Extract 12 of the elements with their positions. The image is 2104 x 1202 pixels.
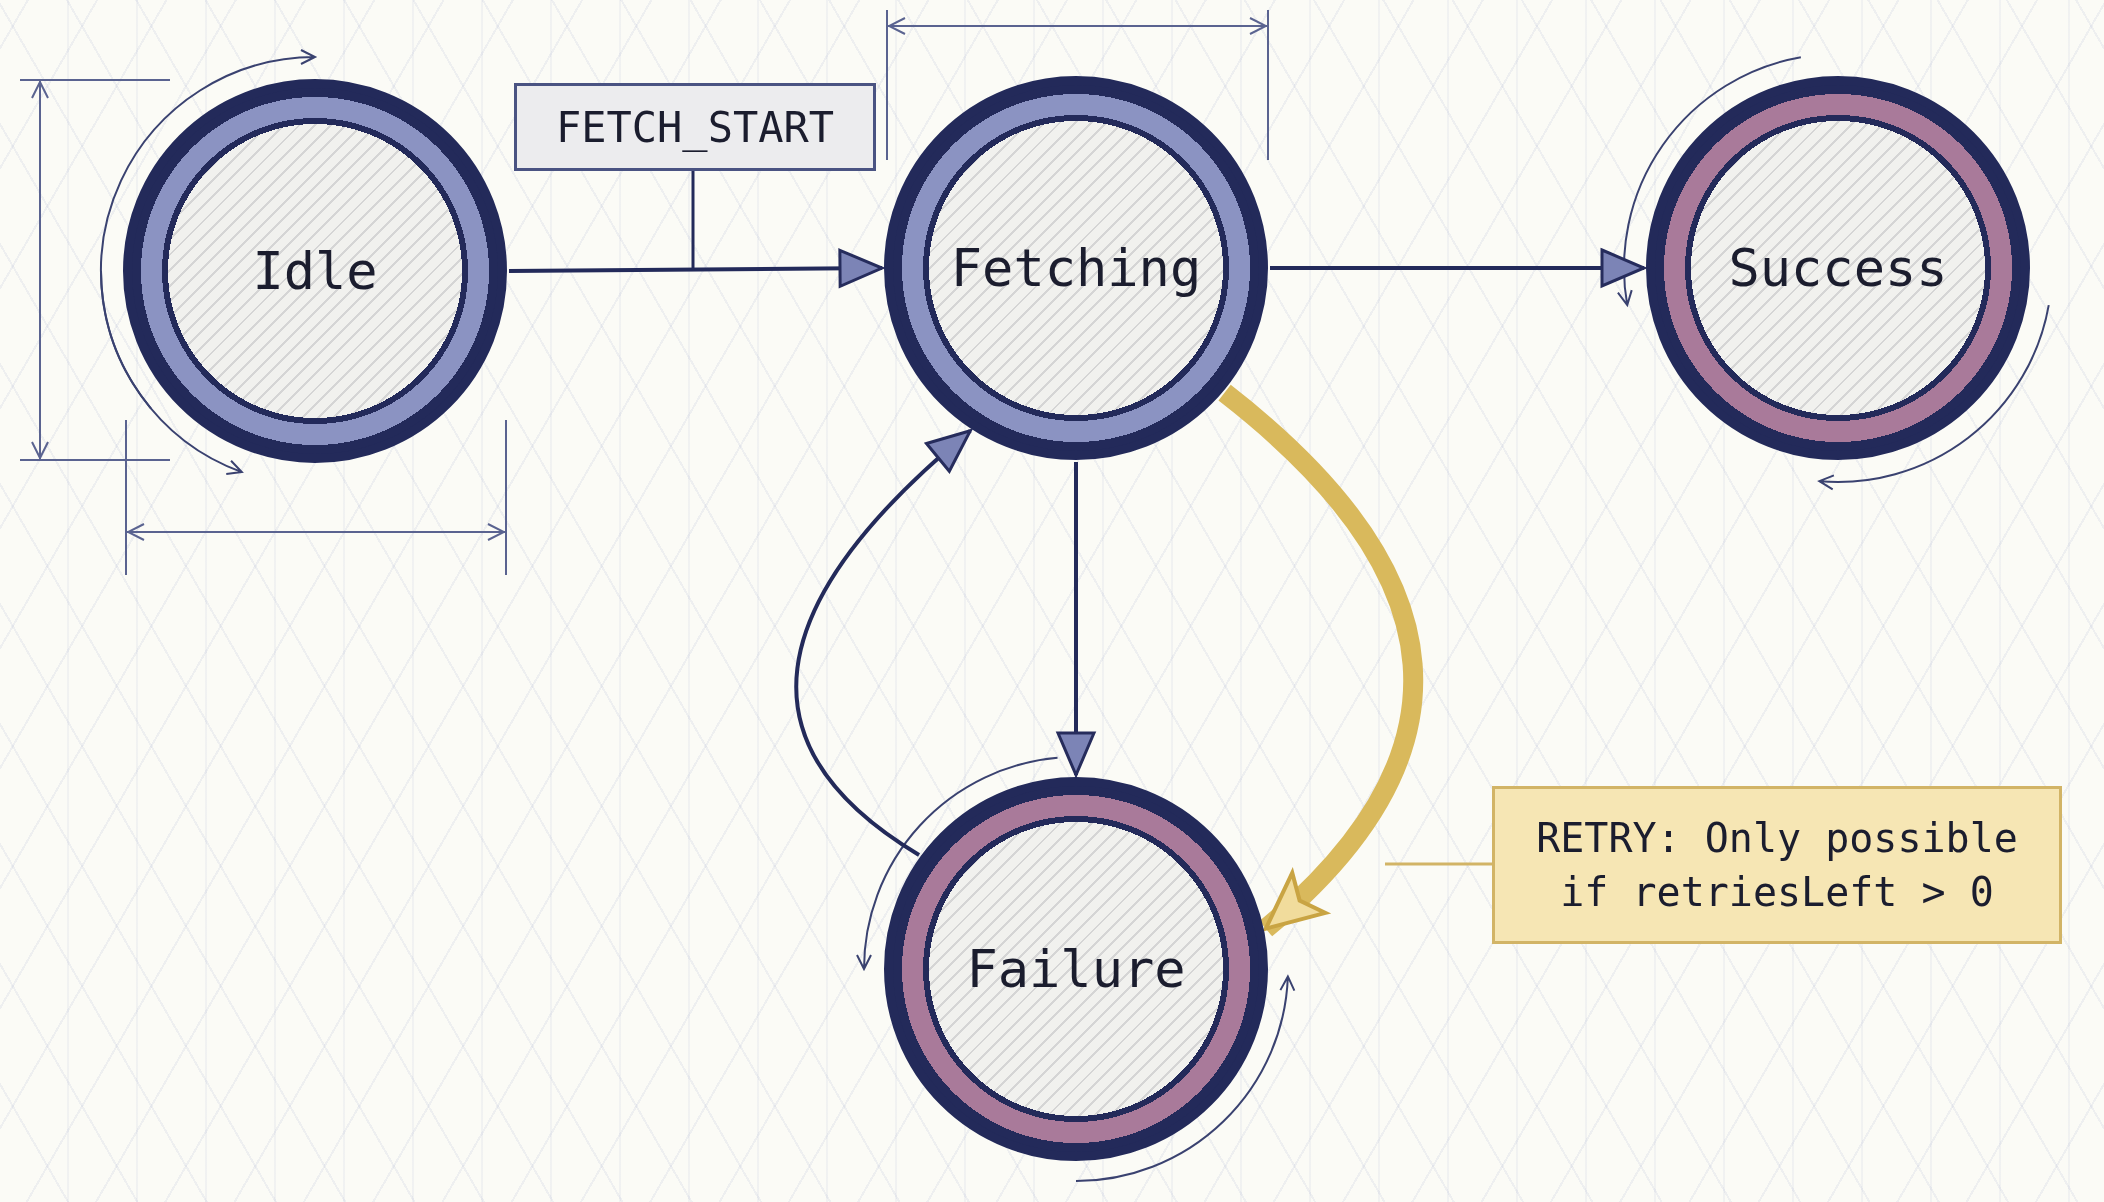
transition-arrow	[795, 429, 972, 857]
condition-note: RETRY: Only possible if retriesLeft > 0	[1492, 786, 2062, 944]
transition-arrow	[509, 248, 884, 288]
state-name: Idle	[252, 241, 378, 301]
state-name: Fetching	[950, 238, 1202, 298]
state-name: Failure	[966, 939, 1186, 999]
transition-arrow	[1056, 462, 1096, 777]
edge-label: FETCH_START	[514, 83, 876, 171]
transition-arrow	[1218, 385, 1423, 937]
state-circle	[123, 79, 507, 463]
state-name: Success	[1728, 238, 1948, 298]
transition-arrow	[1270, 248, 1646, 288]
